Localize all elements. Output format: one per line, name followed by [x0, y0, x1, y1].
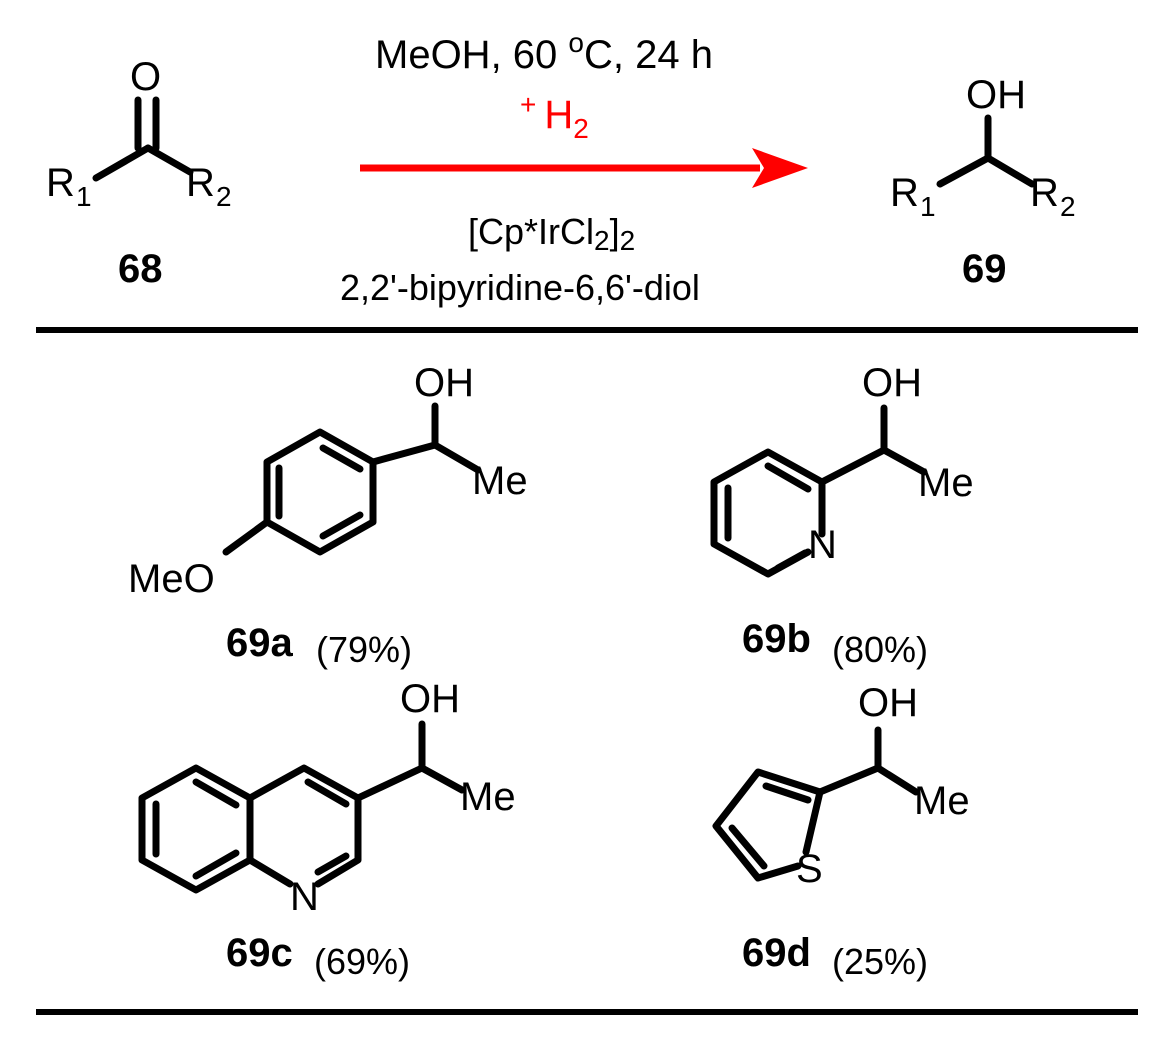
compound-number-69: 69 — [962, 247, 1007, 291]
thiophene-sulfur-label: S — [796, 847, 823, 891]
compound-69a: OH Me MeO 69a (79%) — [128, 361, 528, 670]
r1-label: R — [46, 161, 75, 205]
product-hydroxyl-label: OH — [966, 73, 1026, 117]
hydrogen-reagent: +H2 — [520, 89, 589, 144]
compound-number-69c: 69c — [226, 931, 293, 975]
carbonyl-oxygen-label: O — [130, 55, 161, 99]
r2-subscript: 2 — [216, 181, 232, 212]
quinoline-nitrogen-label: N — [290, 875, 319, 919]
compound-number-69a: 69a — [226, 621, 293, 665]
hydroxyl-label-69c: OH — [400, 677, 460, 721]
condition-solvent-temp: MeOH, 60 oC, 24 h — [375, 27, 713, 77]
methyl-label-69b: Me — [918, 461, 974, 505]
methyl-label-69c: Me — [460, 775, 516, 819]
methyl-label-69d: Me — [914, 779, 970, 823]
r1-subscript: 1 — [76, 181, 92, 212]
hydroxyl-label-69a: OH — [414, 361, 474, 405]
compound-69b: OH Me N 69b (80%) — [710, 361, 974, 670]
condition-catalyst: [Cp*IrCl2]2 — [468, 211, 635, 256]
hydroxyl-label-69b: OH — [862, 361, 922, 405]
methoxy-label-69a: MeO — [128, 557, 215, 601]
methyl-label-69a: Me — [472, 459, 528, 503]
hydroxyl-label-69d: OH — [858, 681, 918, 725]
yield-69a: (79%) — [316, 629, 412, 670]
product-69: OH R 1 R 2 69 — [890, 73, 1076, 291]
r2-label: R — [186, 161, 215, 205]
yield-69d: (25%) — [832, 941, 928, 982]
product-r1-subscript: 1 — [920, 191, 936, 222]
reaction-arrow-head — [752, 148, 808, 188]
yield-69b: (80%) — [832, 629, 928, 670]
compound-69d: OH Me S 69d (25%) — [712, 681, 970, 982]
compound-number-69d: 69d — [742, 931, 811, 975]
compound-69c: OH Me N 69c (69%) — [138, 677, 516, 982]
compound-number-69b: 69b — [742, 617, 811, 661]
yield-69c: (69%) — [314, 941, 410, 982]
product-r2-subscript: 2 — [1060, 191, 1076, 222]
pyridine-nitrogen-label: N — [808, 523, 837, 567]
compound-number-68: 68 — [118, 247, 163, 291]
product-r1-label: R — [890, 171, 919, 215]
product-r2-label: R — [1030, 171, 1059, 215]
reactant-68: O R 1 R 2 68 — [46, 55, 232, 291]
condition-ligand: 2,2'-bipyridine-6,6'-diol — [340, 267, 700, 308]
reaction-arrow-group: MeOH, 60 oC, 24 h +H2 [Cp*IrCl2]2 2,2'-b… — [340, 27, 808, 308]
